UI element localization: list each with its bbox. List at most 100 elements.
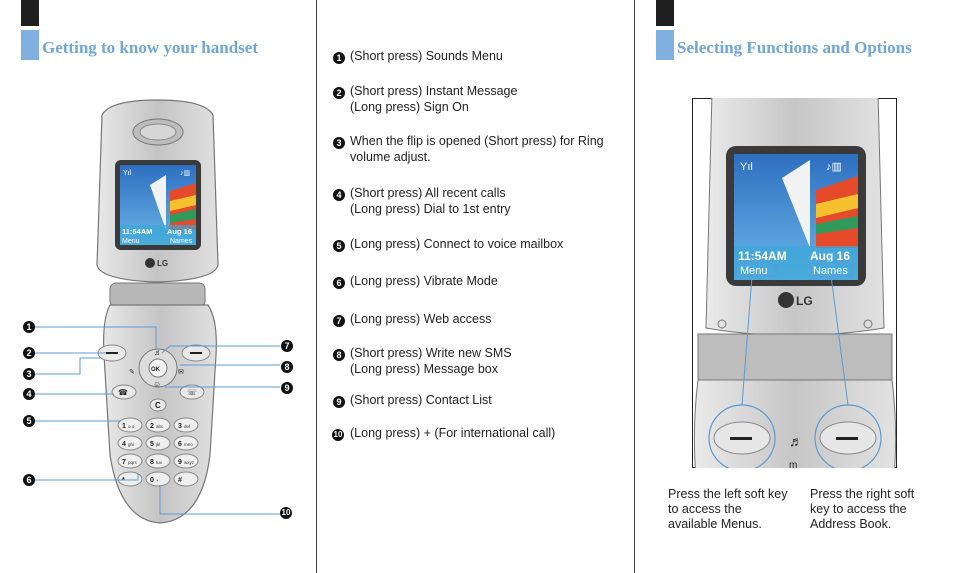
keypad-key-letters: ghi — [128, 442, 134, 447]
keypad-key-3 — [173, 417, 199, 433]
screen-date: Aug 16 — [167, 227, 192, 236]
screen-time: 11:54AM — [122, 227, 152, 236]
im-large-icon: m — [789, 460, 797, 468]
screen-time-large: 11:54AM — [738, 249, 787, 263]
list-number-3: 3 — [333, 137, 345, 149]
svg-text:C: C — [155, 401, 161, 410]
caption-left-line-1: Press the left soft key — [668, 487, 788, 501]
callout-3: 3 — [23, 368, 35, 380]
list-item-3-line-1: When the flip is opened (Short press) fo… — [350, 134, 604, 148]
callout-8: 8 — [281, 361, 293, 373]
im-icon: ✎ — [129, 369, 135, 376]
keypad-key-label: 4 — [122, 441, 126, 448]
callout-2: 2 — [23, 347, 35, 359]
keypad-key-label: 8 — [150, 459, 154, 466]
section-tab-dark-left — [21, 0, 39, 26]
send-icon: ☎ — [118, 388, 128, 397]
keypad-key-letters: pqrs — [128, 460, 138, 465]
list-item-8-line-1: (Short press) Write new SMS — [350, 346, 512, 360]
list-item-1-line-1: (Short press) Sounds Menu — [350, 49, 503, 63]
keypad-key-label: 3 — [178, 423, 182, 430]
keypad-key-12 — [173, 471, 199, 487]
brand-label: LG — [157, 259, 168, 268]
keypad-key-11 — [145, 471, 171, 487]
keypad-key-letters: mno — [184, 442, 193, 447]
section-tab-blue-right — [656, 30, 674, 60]
list-item-5-line-1: (Long press) Connect to voice mailbox — [350, 237, 564, 251]
screen-date-large: Aug 16 — [810, 249, 850, 263]
soft-key-closeup: Yıl ♪▥ 11:54AM Aug 16 Menu Names LG ♬ m — [692, 98, 897, 468]
list-item-3-line-2: volume adjust. — [350, 150, 431, 164]
send-key — [111, 384, 137, 400]
keypad-key-1 — [117, 417, 143, 433]
handset-diagram: Yıl ♪▥ 11:54AM Aug 16 Menu Names LG OK ♬… — [32, 99, 280, 524]
keypad-key-letters: jkl — [155, 442, 160, 447]
callout-7: 7 — [281, 340, 293, 352]
list-number-1: 1 — [333, 52, 345, 64]
sounds-large-icon: ♬ — [789, 433, 803, 449]
svg-text:OK: OK — [151, 367, 161, 373]
keypad-key-letters: def — [184, 424, 191, 429]
caption-right-line-2: key to access the — [810, 502, 907, 516]
list-number-2: 2 — [333, 87, 345, 99]
list-item-8-line-2: (Long press) Message box — [350, 362, 498, 376]
keypad-key-6 — [173, 435, 199, 451]
section-tab-dark-right — [656, 0, 674, 26]
list-number-5: 5 — [333, 240, 345, 252]
keypad-key-10 — [117, 471, 143, 487]
list-item-10-line-1: (Long press) + (For international call) — [350, 426, 556, 440]
list-item-9-line-1: (Short press) Contact List — [350, 393, 492, 407]
battery-large-icon: ♪▥ — [826, 161, 842, 173]
signal-large-icon: Yıl — [740, 161, 753, 173]
contact-icon: ☺ — [153, 380, 161, 389]
caption-right-line-3: Address Book. — [810, 517, 892, 531]
page-heading-right: Selecting Functions and Options — [677, 38, 912, 57]
keypad-key-letters: wxyz — [184, 460, 195, 465]
signal-icon: Yıl — [123, 170, 132, 177]
callout-lines — [32, 326, 280, 515]
hinge — [109, 282, 206, 308]
callout-4: 4 — [23, 388, 35, 400]
brand-label-large: LG — [796, 294, 813, 308]
keypad-key-label: # — [178, 477, 182, 484]
keypad-key-label: 6 — [178, 441, 182, 448]
keypad-key-label: 7 — [122, 459, 126, 466]
list-number-7: 7 — [333, 315, 345, 327]
keypad-key-8 — [145, 453, 171, 469]
sounds-icon: ♬ — [154, 348, 162, 357]
keypad-key-label: 9 — [178, 459, 182, 466]
keypad-key-letters: + — [156, 478, 159, 483]
list-number-9: 9 — [333, 396, 345, 408]
keypad-key-5 — [145, 435, 171, 451]
keypad-key-label: 5 — [150, 441, 154, 448]
screen-left-soft-large: Menu — [740, 265, 768, 277]
callout-6: 6 — [23, 474, 35, 486]
list-item-2-line-1: (Short press) Instant Message — [350, 84, 518, 98]
list-item-2-line-2: (Long press) Sign On — [350, 100, 469, 114]
keypad-key-label: 2 — [150, 423, 154, 430]
keypad-key-letters: o.o — [128, 424, 135, 429]
keypad-key-letters: tuv — [156, 460, 163, 465]
battery-icon: ♪▥ — [180, 170, 190, 177]
keypad-key-label: 0 — [150, 477, 154, 484]
screen-right-soft-large: Names — [813, 265, 848, 277]
screen-left-soft: Menu — [122, 238, 140, 245]
callout-5: 5 — [23, 415, 35, 427]
sail-icon — [150, 175, 166, 230]
hinge-large — [697, 333, 893, 381]
list-number-8: 8 — [333, 349, 345, 361]
lg-logo-large-icon — [778, 292, 794, 308]
end-icon: ☏ — [187, 388, 197, 397]
list-item-6-line-1: (Long press) Vibrate Mode — [350, 274, 498, 288]
lg-logo-icon — [145, 258, 155, 268]
list-number-6: 6 — [333, 277, 345, 289]
list-item-4-line-2: (Long press) Dial to 1st entry — [350, 202, 511, 216]
keypad-key-9 — [173, 453, 199, 469]
caption-left-line-2: to access the — [668, 502, 742, 516]
list-item-4-line-1: (Short press) All recent calls — [350, 186, 506, 200]
list-number-10: 10 — [332, 429, 344, 441]
message-icon: ✉ — [178, 369, 184, 376]
ok-key — [148, 358, 168, 378]
page-heading-left: Getting to know your handset — [42, 38, 258, 57]
